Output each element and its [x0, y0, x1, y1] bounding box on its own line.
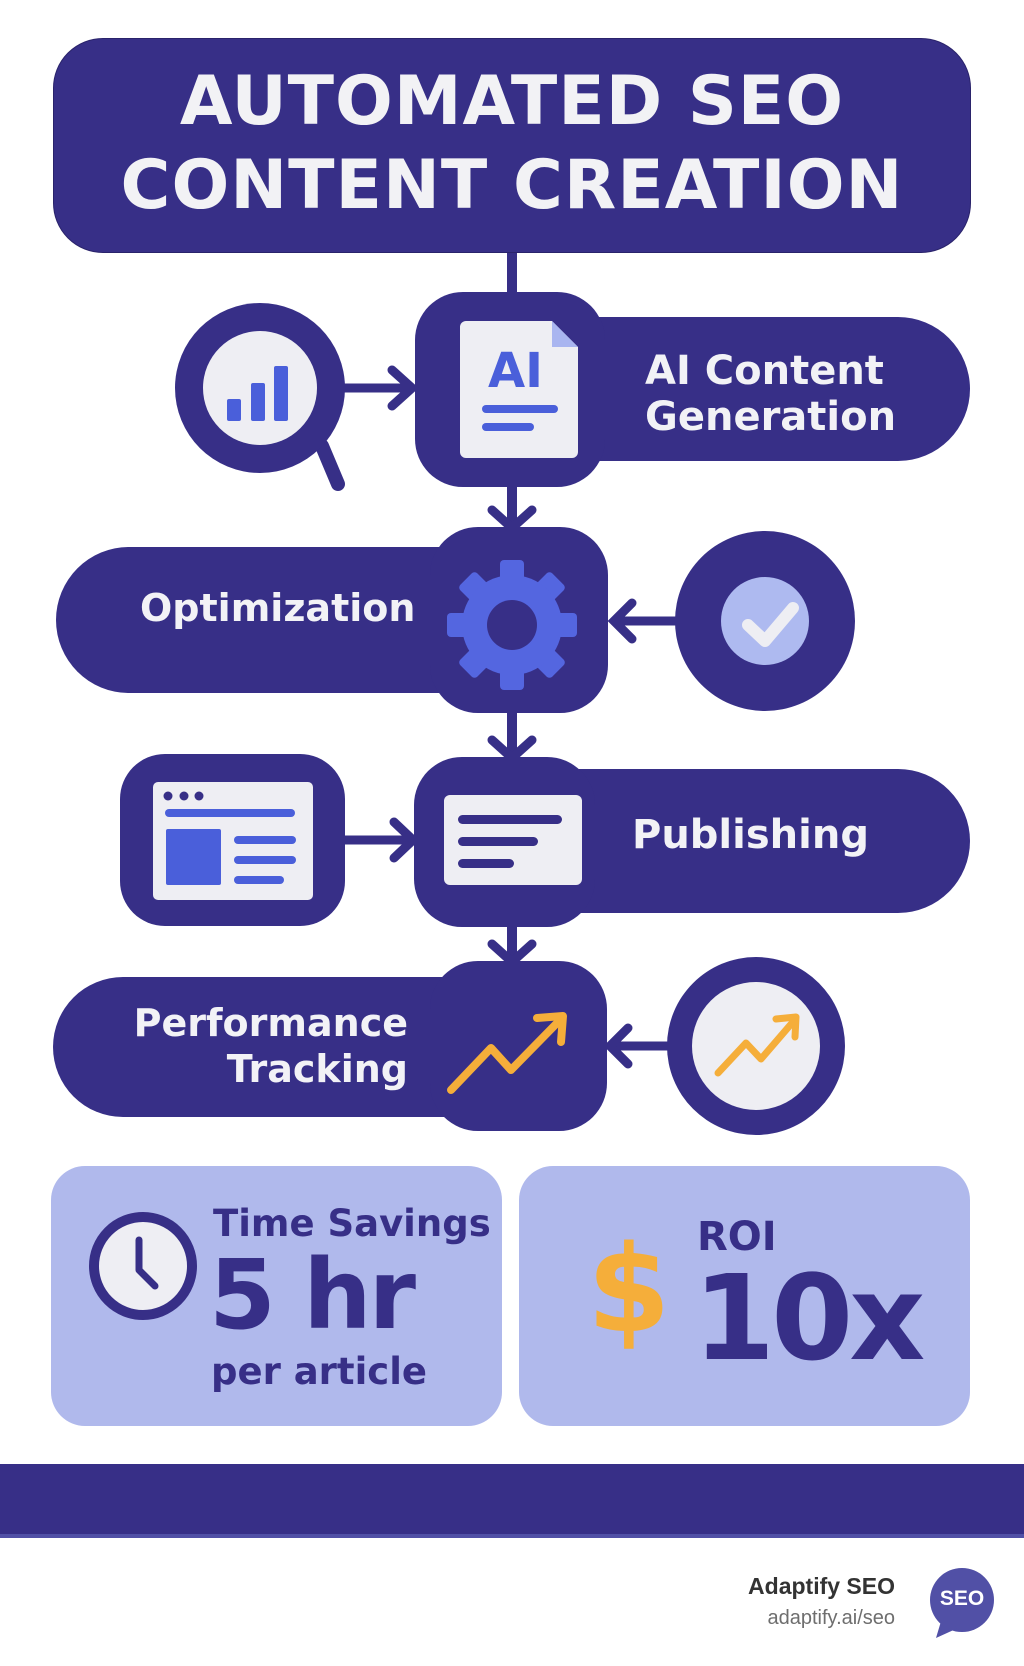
stat-roi-value: 10x	[693, 1249, 925, 1387]
trend-up-circle-icon	[603, 957, 845, 1135]
clock-icon	[89, 1212, 197, 1320]
connector-step3-to-step4	[507, 926, 517, 962]
step-publishing-label: Publishing	[632, 812, 869, 858]
title-banner	[53, 38, 971, 253]
title-line-1: AUTOMATED SEO	[179, 62, 845, 141]
footer-url[interactable]: adaptify.ai/seo	[767, 1607, 896, 1629]
speech-bubble-icon	[930, 1568, 994, 1638]
seo-logo: SEO	[928, 1566, 998, 1642]
stat-card-roi: $ ROI 10x	[519, 1166, 970, 1426]
step-performance-label-line1: Performance	[133, 1001, 408, 1045]
stat-roi-title: ROI	[697, 1214, 777, 1260]
step-ai-content-pill	[560, 317, 970, 461]
ai-document-icon: AI	[460, 321, 578, 458]
logo-text: SEO	[939, 1587, 985, 1610]
svg-text:AI: AI	[488, 343, 543, 399]
step-performance-pill	[53, 977, 493, 1117]
step-ai-content-label-line2: Generation	[645, 394, 897, 440]
trend-up-icon	[447, 1012, 567, 1094]
step-performance-label-line2: Tracking	[226, 1047, 408, 1091]
step-performance-label: Performance Tracking	[108, 1000, 408, 1092]
page-title: AUTOMATED SEO CONTENT CREATION	[53, 60, 971, 228]
stat-time-subtitle: per article	[211, 1350, 428, 1393]
step-optimization-pill	[56, 547, 496, 693]
step-ai-content-label: AI Content Generation	[645, 348, 896, 440]
text-document-icon	[444, 795, 582, 885]
stat-time-title: Time Savings	[213, 1202, 491, 1245]
dollar-icon: $	[587, 1221, 671, 1360]
footer-bar	[0, 1464, 1024, 1538]
analytics-magnifier-icon	[175, 303, 419, 491]
connector-step1-to-step2	[507, 486, 517, 528]
stat-card-time-savings: Time Savings 5 hr per article	[51, 1166, 502, 1426]
connector-title-to-step1	[507, 253, 517, 293]
gear-icon	[447, 560, 577, 690]
web-page-icon	[120, 754, 420, 926]
step-optimization-label: Optimization	[140, 586, 416, 630]
step-performance-icon-box	[430, 961, 607, 1131]
step-publishing-pill	[560, 769, 970, 913]
stat-time-value: 5 hr	[209, 1239, 416, 1351]
footer-brand-name: Adaptify SEO	[748, 1573, 895, 1599]
connector-step2-to-step3	[507, 713, 517, 757]
title-line-2: CONTENT CREATION	[120, 146, 904, 225]
step-ai-content-label-line1: AI Content	[645, 348, 884, 394]
checkmark-circle-icon	[607, 531, 855, 711]
